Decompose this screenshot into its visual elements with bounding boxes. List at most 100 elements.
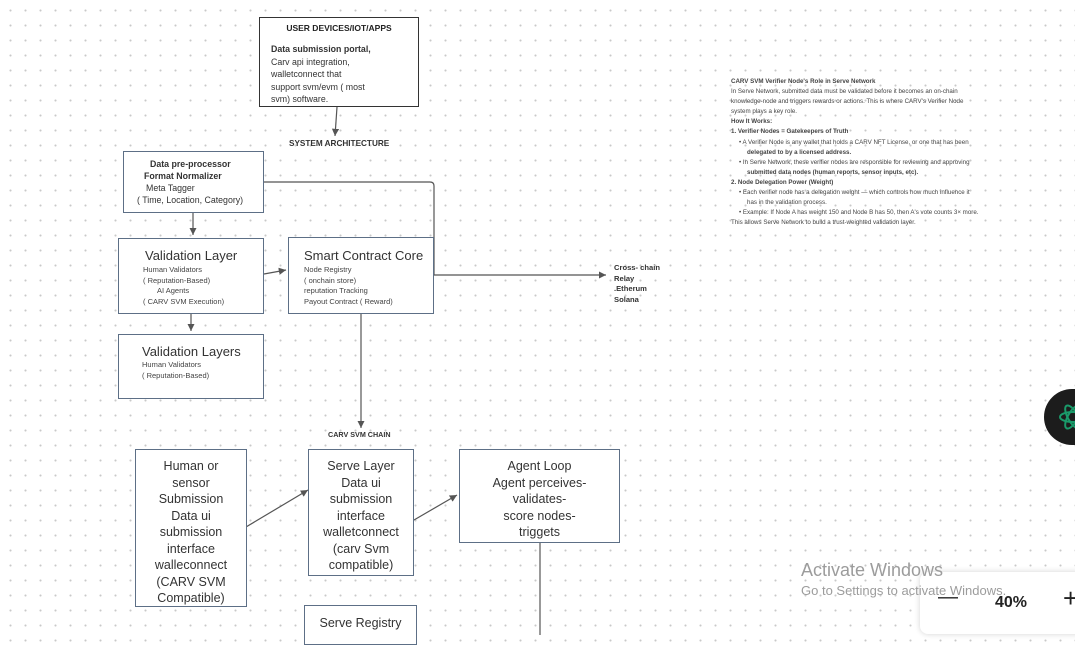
- smart-contract-box[interactable]: Smart Contract Core Node Registry ( onch…: [288, 237, 434, 314]
- validation-layers-text: Human Validators ( Reputation-Based): [142, 360, 209, 381]
- validation-layers-title: Validation Layers: [142, 344, 241, 359]
- validation-layer-title: Validation Layer: [145, 248, 238, 263]
- user-devices-box[interactable]: USER DEVICES/IOT/APPS Data submission po…: [259, 17, 419, 107]
- human-sensor-line: (CARV SVM: [156, 574, 226, 589]
- human-sensor-line: Human or: [163, 459, 219, 473]
- note-bullet-text: Example: If Node A has weight 150 and No…: [742, 209, 979, 217]
- arrow-validation-to-contract: [263, 267, 287, 275]
- zoom-in-button[interactable]: +: [1063, 583, 1075, 613]
- cross-chain-line: Solana: [614, 294, 639, 304]
- note-bullet-text: A Verifier Node is any wallet that holds…: [742, 138, 969, 146]
- watermark-title: Activate Windows: [801, 560, 944, 580]
- human-sensor-line: Data ui: [171, 508, 211, 523]
- cross-chain-line: Cross- chain: [614, 263, 660, 272]
- validation-layers-box[interactable]: Validation Layers Human Validators ( Rep…: [118, 334, 264, 399]
- preprocessor-line: Data pre-processor: [150, 159, 231, 169]
- note-bullet-text: In Serve Network, these verifier nodes a…: [742, 158, 970, 166]
- human-sensor-box[interactable]: Human or sensor Submission Data ui submi…: [135, 449, 247, 607]
- serve-layer-line: submission: [329, 492, 393, 506]
- user-devices-line: svm) software.: [271, 94, 329, 105]
- user-devices-line: Data submission portal,: [271, 44, 371, 54]
- note-line: 1. Verifier Nodes = Gatekeepers of Truth: [731, 128, 849, 136]
- user-devices-line: walletconnect that: [271, 69, 342, 80]
- note-line: has in the validation process.: [747, 199, 827, 207]
- note-line: system plays a key role.: [731, 108, 798, 116]
- agent-loop-line: triggets: [519, 525, 560, 539]
- note-line: • A Verifier Node is any wallet that hol…: [739, 138, 969, 146]
- note-line: How It Works:: [731, 118, 773, 126]
- user-devices-title: USER DEVICES/IOT/APPS: [286, 23, 392, 33]
- activate-windows-watermark: Activate Windows Go to Settings to activ…: [801, 560, 1006, 598]
- agent-loop-line: score nodes-: [503, 508, 576, 523]
- agent-loop-box[interactable]: Agent Loop Agent perceives- validates- s…: [459, 449, 620, 543]
- human-sensor-line: Compatible): [157, 591, 225, 605]
- human-sensor-line: walleconnect: [154, 558, 228, 572]
- preprocessor-line: Format Normalizer: [144, 171, 222, 181]
- user-devices-text: Data submission portal, Carv api integra…: [271, 43, 416, 106]
- serve-layer-line: (carv Svm: [332, 541, 390, 556]
- arrow-pre-to-crosschain: [264, 181, 606, 279]
- watermark-subtitle: Go to Settings to activate Windows.: [801, 583, 1007, 598]
- serve-layer-line: walletconnect: [323, 525, 399, 539]
- verifier-node-note[interactable]: CARV SVM Verifier Node's Role in Serve N…: [731, 77, 1031, 228]
- validation-layer-box[interactable]: Validation Layer Human Validators ( Repu…: [118, 238, 264, 314]
- serve-registry-title: Serve Registry: [319, 616, 402, 630]
- validation-layer-line: ( CARV SVM Execution): [143, 296, 225, 306]
- smart-contract-line: ( onchain store): [304, 275, 357, 285]
- user-devices-line: Carv api integration,: [271, 56, 350, 67]
- preprocessor-line: ( Time, Location, Category): [137, 195, 244, 205]
- human-sensor-line: Submission: [158, 492, 224, 506]
- human-sensor-line: interface: [167, 541, 215, 556]
- cross-chain-line: .Etherum: [614, 284, 647, 293]
- validation-layer-text: Human Validators ( Reputation-Based) AI …: [143, 265, 224, 307]
- serve-registry-box[interactable]: Serve Registry: [304, 605, 417, 645]
- human-sensor-text: Human or sensor Submission Data ui submi…: [136, 458, 246, 607]
- human-sensor-line: submission: [159, 525, 223, 539]
- validation-layers-line: ( Reputation-Based): [142, 370, 210, 380]
- smart-contract-text: Node Registry ( onchain store) reputatio…: [304, 265, 393, 307]
- serve-layer-line: compatible): [328, 558, 394, 572]
- smart-contract-line: reputation Tracking: [304, 286, 368, 295]
- preprocessor-text: Data pre-processor Format Normalizer Met…: [124, 158, 263, 206]
- smart-contract-title: Smart Contract Core: [304, 248, 424, 263]
- validation-layer-line: AI Agents: [157, 286, 190, 295]
- zoom-out-button[interactable]: —: [938, 586, 958, 608]
- serve-layer-text: Serve Layer Data ui submission interface…: [309, 458, 413, 574]
- note-line: 2. Node Delegation Power (Weight): [731, 178, 834, 186]
- agent-loop-line: Agent perceives-: [492, 475, 587, 490]
- note-line: In Serve Network, submitted data must be…: [731, 88, 958, 96]
- note-line: • In Serve Network, these verifier nodes…: [739, 158, 970, 166]
- note-line: This allows Serve Network to build a tru…: [731, 219, 916, 227]
- preprocessor-line: Meta Tagger: [146, 183, 195, 193]
- system-architecture-label: SYSTEM ARCHITECTURE: [289, 139, 390, 148]
- note-line: • Example: If Node A has weight 150 and …: [739, 209, 979, 217]
- arrow-serve-to-agent: [413, 494, 458, 521]
- zoom-level: 40%: [995, 594, 1028, 611]
- note-line: knowledge-node and triggers rewards or a…: [731, 98, 964, 106]
- user-devices-line: support svm/evm ( most: [271, 81, 365, 92]
- smart-contract-line: Payout Contract ( Reward): [304, 296, 393, 306]
- agent-loop-text: Agent Loop Agent perceives- validates- s…: [460, 458, 619, 541]
- serve-layer-line: Serve Layer: [327, 459, 395, 473]
- note-bullet-text: Each verifier node has a delegation weig…: [742, 189, 970, 197]
- serve-layer-box[interactable]: Serve Layer Data ui submission interface…: [308, 449, 414, 576]
- agent-loop-line: validates-: [512, 492, 567, 506]
- note-title: CARV SVM Verifier Node's Role in Serve N…: [731, 78, 876, 85]
- validation-layers-line: Human Validators: [142, 360, 202, 369]
- zoom-control: — 40% +: [920, 572, 1075, 634]
- validation-layer-line: Human Validators: [143, 265, 203, 274]
- note-line: • Each verifier node has a delegation we…: [739, 189, 970, 197]
- cross-chain-line: Relay: [614, 273, 635, 283]
- validation-layer-line: ( Reputation-Based): [143, 275, 211, 285]
- note-line: delegated to by a licensed address.: [747, 148, 852, 156]
- cross-chain-text: Cross- chain Relay .Etherum Solana: [614, 263, 660, 305]
- serve-layer-line: Data ui: [341, 475, 381, 490]
- serve-layer-line: interface: [337, 508, 385, 523]
- arrow-human-to-serve: [245, 489, 309, 528]
- atom-icon: [1059, 404, 1075, 430]
- preprocessor-box[interactable]: Data pre-processor Format Normalizer Met…: [123, 151, 264, 213]
- note-line: submitted data nodes (human reports, sen…: [747, 168, 919, 176]
- smart-contract-line: Node Registry: [304, 265, 352, 274]
